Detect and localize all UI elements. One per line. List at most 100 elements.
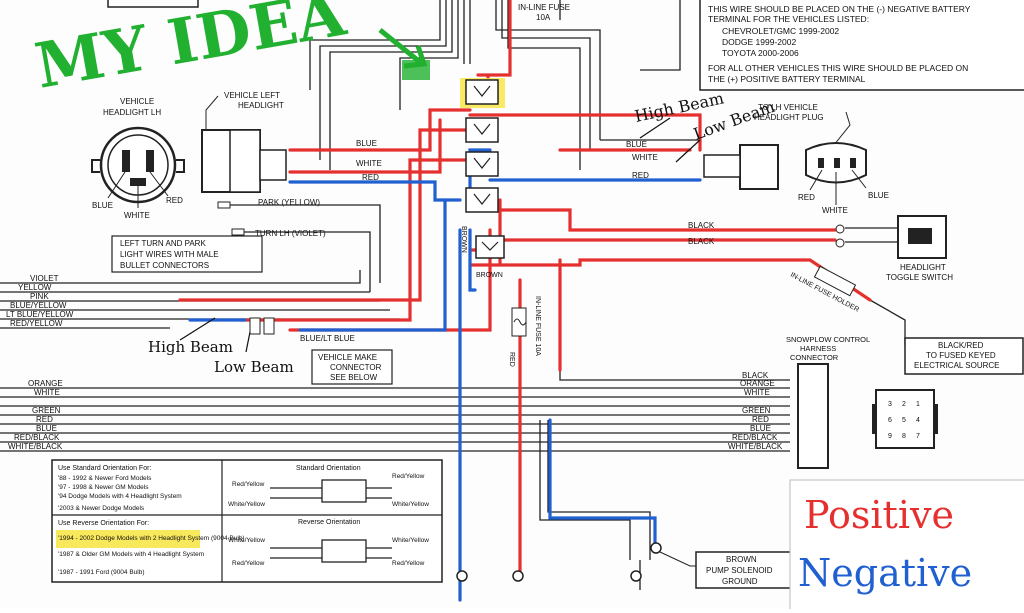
diagram-label: '97 - 1998 & Newer GM Models: [58, 484, 149, 491]
diagram-label: TO LH VEHICLE: [758, 103, 818, 112]
diagram-label: IN-LINE FUSE 10A: [534, 296, 541, 356]
diagram-label: WHITE/BLACK: [8, 442, 63, 451]
diagram-label: '1987 & Older GM Models with 4 Headlight…: [58, 551, 204, 558]
diagram-label: ELECTRICAL SOURCE: [914, 361, 1000, 370]
wire-white-left: WHITE: [356, 159, 382, 168]
vehicle-left-headlight-connector: VEHICLE LEFT HEADLIGHT: [201, 91, 287, 193]
wire-red-right: RED: [632, 171, 649, 180]
orientation-table: Use Standard Orientation For: '88 - 1992…: [51, 459, 443, 583]
bullet-connectors: BLUE/LT BLUE VEHICLE MAKE CONNECTOR SEE …: [249, 317, 393, 385]
diagram-label: '88 - 1992 & Newer Ford Models: [58, 475, 152, 482]
diagram-label: PINK: [30, 292, 49, 301]
diagram-label: LT BLUE/YELLOW: [6, 310, 74, 319]
diagram-label: '94 Dodge Models with 4 Headlight System: [58, 493, 182, 500]
diagram-label: BULLET CONNECTORS: [120, 261, 209, 270]
diagram-label: WHITE: [822, 206, 848, 215]
diagram-label: Red/Yellow: [392, 560, 425, 567]
diagram-label: HEADLIGHT LH: [103, 108, 161, 117]
diagram-label: GREEN: [742, 406, 771, 415]
my-idea-text: MY IDEA: [30, 0, 351, 103]
diagram-label: BLUE: [36, 424, 57, 433]
positive-wires: [178, 0, 872, 577]
diagram-label: SEE BELOW: [330, 373, 378, 382]
black-wire-label-2: BLACK: [688, 237, 715, 246]
diagram-label: HEADLIGHT: [900, 263, 946, 272]
diagram-label: BLACK/RED: [938, 341, 984, 350]
wire-blue-left: BLUE: [356, 139, 377, 148]
right-harness-labels: BLACK ORANGE WHITE GREEN RED BLUE RED/BL…: [728, 371, 783, 451]
battery-note-box: THIS WIRE SHOULD BE PLACED ON THE (-) NE…: [699, 0, 1024, 91]
diagram-label: High Beam: [148, 338, 233, 356]
diagram-label: 6: [888, 417, 892, 424]
diagram-label: Low Beam: [214, 358, 294, 376]
diagram-label: WHITE: [744, 388, 770, 397]
brown-label-1: BROWN: [460, 226, 467, 253]
diagram-label: VEHICLE MAKE: [318, 353, 377, 362]
diagram-label: BLUE/LT BLUE: [300, 334, 355, 343]
diagram-label: 4: [916, 417, 920, 424]
diagram-label: GROUND: [722, 577, 758, 586]
headlight-toggle-switch: HEADLIGHT TOGGLE SWITCH: [835, 215, 953, 282]
black-wire-label-1: BLACK: [688, 221, 715, 230]
diagram-label: Use Reverse Orientation For:: [58, 520, 149, 527]
diagram-label: Red/Yellow: [392, 473, 425, 480]
diagram-label: LEFT TURN AND PARK: [120, 239, 206, 248]
diagram-label: Use Standard Orientation For:: [58, 465, 151, 472]
beam-annotations-left: High Beam Low Beam: [148, 317, 294, 376]
diagram-label: White/Yellow: [228, 501, 265, 508]
diagram-label: TOGGLE SWITCH: [886, 273, 953, 282]
diagram-label: WHITE/BLACK: [728, 442, 783, 451]
diagram-label: White/Yellow: [392, 501, 429, 508]
top-left-box: [107, 0, 199, 8]
diagram-label: GREEN: [32, 406, 61, 415]
lh-white-label: WHITE: [124, 211, 150, 220]
diagram-label: RED/BLACK: [732, 433, 778, 442]
diagram-label: TURN LH (VIOLET): [255, 229, 326, 238]
left-wire-labels: VIOLET YELLOW PINK BLUE/YELLOW LT BLUE/Y…: [6, 274, 74, 328]
diagram-label: RED: [798, 193, 815, 202]
lh-headlight-plug: TO LH VEHICLE HEADLIGHT PLUG RED WHITE B…: [703, 103, 889, 215]
diagram-label: ORANGE: [740, 379, 775, 388]
diagram-label: HEADLIGHT: [238, 101, 284, 110]
diagram-label: SNOWPLOW CONTROL: [786, 335, 870, 344]
negative-wires: [188, 148, 702, 602]
diagram-label: '2003 & Newer Dodge Models: [58, 505, 145, 512]
diagram-label: BLUE: [750, 424, 771, 433]
battery-note-line-1: THIS WIRE SHOULD BE PLACED ON THE (-) NE…: [708, 4, 971, 14]
harness-black-lines: [0, 0, 906, 590]
wire-blue-right: BLUE: [626, 140, 647, 149]
park-turn-wires: PARK (YELLOW) TURN LH (VIOLET) LEFT TURN…: [111, 198, 326, 273]
diagram-label: 8: [902, 433, 906, 440]
diagram-label: '1987 - 1991 Ford (9004 Bulb): [58, 569, 145, 576]
diagram-label: Red/Yellow: [232, 481, 265, 488]
battery-note-line-6: FOR ALL OTHER VEHICLES THIS WIRE SHOULD …: [708, 63, 968, 73]
diagram-label: VEHICLE: [120, 97, 154, 106]
top-in-line-fuse: IN-LINE FUSE 10A: [518, 3, 570, 22]
battery-note-line-3: CHEVROLET/GMC 1999-2002: [722, 26, 839, 36]
diagram-label: CONNECTOR: [790, 353, 839, 362]
diagram-label: RED/YELLOW: [10, 319, 63, 328]
diagram-label: CONNECTOR: [330, 363, 382, 372]
legend-positive: Positive: [804, 493, 954, 537]
vehicle-headlight-lh: VEHICLE HEADLIGHT LH BLUE WHITE RED: [91, 97, 185, 220]
diagram-label: VEHICLE LEFT: [224, 91, 280, 100]
diagram-label: '1994 - 2002 Dodge Models with 2 Headlig…: [58, 535, 245, 542]
diagram-label: RED: [752, 415, 769, 424]
battery-note-line-5: TOYOTA 2000-2006: [722, 48, 799, 58]
wire-white-right: WHITE: [632, 153, 658, 162]
diagram-label: 9: [888, 433, 892, 440]
diagram-label: VIOLET: [30, 274, 59, 283]
diagram-label: 7: [916, 433, 920, 440]
diagram-label: Standard Orientation: [296, 465, 361, 472]
diagram-label: BLUE/YELLOW: [10, 301, 67, 310]
diagram-label: HEADLIGHT PLUG: [754, 113, 824, 122]
pump-solenoid-ground: BROWN PUMP SOLENOID GROUND: [659, 551, 793, 589]
diagram-label: White/Yellow: [392, 537, 429, 544]
diagram-label: Red/Yellow: [232, 560, 265, 567]
diagram-label: PARK (YELLOW): [258, 198, 320, 207]
red-vertical-label: RED: [508, 352, 515, 367]
diagram-label: 1: [916, 401, 920, 408]
diagram-label: BLACK: [742, 371, 769, 380]
